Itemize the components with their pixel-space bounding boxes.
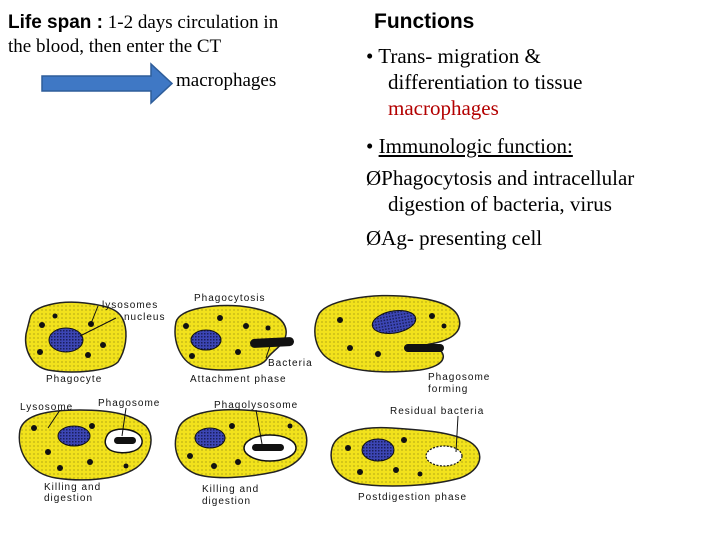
- attachment-cell: [174, 304, 295, 371]
- functions-heading: Functions: [374, 10, 475, 33]
- label-phagocytosis: Phagocytosis: [194, 293, 266, 304]
- phagocyte-cell: [24, 301, 127, 373]
- arrow-bullet-icon: Ø: [366, 166, 382, 190]
- right-arrow-icon: [41, 62, 174, 105]
- bullet-icon: •: [366, 134, 374, 158]
- label-lysosomes: lysosomes: [102, 300, 159, 311]
- life-span-label: Life span :: [8, 12, 104, 33]
- label-phagosome-forming-1: Phagosome: [428, 372, 491, 383]
- label-killing-digestion-1a: Killing and: [44, 482, 102, 493]
- label-phagosome: Phagosome: [98, 398, 161, 409]
- subitem-2-line-1: ØAg- presenting cell: [366, 226, 543, 250]
- bullet-icon: •: [366, 44, 374, 68]
- life-span-line-2: the blood, then enter the CT: [8, 36, 222, 57]
- killing-digestion-cell-2: [174, 408, 308, 479]
- label-killing-digestion-1b: digestion: [44, 493, 94, 504]
- phagosome-forming-cell: [314, 294, 461, 373]
- label-residual-bacteria: Residual bacteria: [390, 406, 485, 417]
- label-postdigestion-phase: Postdigestion phase: [358, 492, 468, 503]
- label-lysosome: Lysosome: [20, 402, 74, 413]
- label-phagolysosome: Phagolysosome: [214, 400, 299, 411]
- function-item-1-line-3: macrophages: [388, 96, 499, 120]
- function-item-1-line-1: • Trans- migration &: [366, 44, 541, 68]
- label-killing-digestion-2b: digestion: [202, 496, 252, 507]
- life-span-text-1: 1-2 days circulation in: [107, 12, 279, 33]
- label-phagocyte: Phagocyte: [46, 374, 103, 385]
- label-killing-digestion-2a: Killing and: [202, 484, 260, 495]
- function-item-2-line-1: • Immunologic function:: [366, 134, 573, 158]
- subitem-1-line-2: digestion of bacteria, virus: [388, 192, 612, 216]
- postdigestion-cell: [330, 426, 481, 487]
- label-phagosome-forming-2: forming: [428, 384, 469, 395]
- killing-digestion-cell-1: [18, 409, 152, 481]
- subitem-1-line-1: ØPhagocytosis and intracellular: [366, 166, 635, 190]
- arrow-target-label: macrophages: [176, 70, 277, 91]
- arrow-bullet-icon: Ø: [366, 226, 382, 250]
- label-attachment-phase: Attachment phase: [190, 374, 287, 385]
- function-item-1-line-2: differentiation to tissue: [388, 70, 583, 94]
- label-nucleus: nucleus: [124, 312, 166, 323]
- pointer-lines: [47, 305, 459, 453]
- label-bacteria: Bacteria: [268, 358, 313, 369]
- life-span-line-1: Life span : 1-2 days circulation in: [8, 12, 278, 34]
